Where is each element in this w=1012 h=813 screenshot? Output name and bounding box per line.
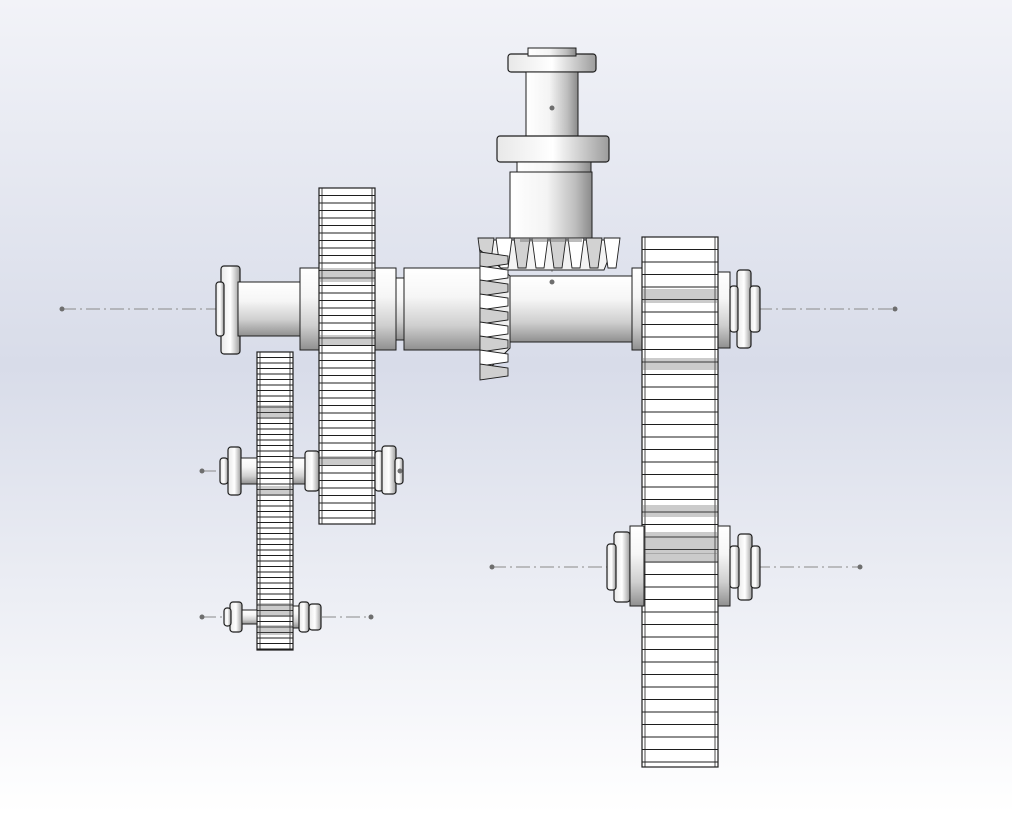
shaft-collar-mid [373, 267, 397, 351]
gear-shade [320, 268, 374, 282]
middle-collar [516, 161, 592, 173]
bevel-gear-tooth [479, 265, 509, 283]
vertical-input-shaft [496, 47, 610, 239]
intermediate-shaft-left [240, 457, 258, 485]
middle-flange [496, 135, 610, 163]
gear-shade [643, 553, 717, 563]
left-lower-shaft-centerline-end-point [199, 614, 205, 620]
pinion-tooth [603, 237, 621, 269]
right-lower-collar-right [717, 525, 731, 607]
bevel-gear-tooth [479, 279, 509, 297]
main-shaft-centerline-end-point [892, 306, 898, 312]
top-flange [507, 53, 597, 73]
left-lower-shaft-left [241, 609, 258, 625]
bevel-gear-tooth [479, 363, 509, 381]
large-spur-gear [641, 236, 719, 768]
gear-shade [643, 505, 717, 517]
right-lower-right-lip [750, 545, 761, 589]
left-lower-collar [298, 601, 310, 633]
right-lower-right-cap [737, 533, 753, 601]
left-lower-right-cap [308, 603, 322, 631]
vertical-shaft-centerline-end-point [549, 105, 555, 111]
upper-left-spur-gear-body [318, 187, 376, 525]
vertical-shaft-centerline-end-point [549, 279, 555, 285]
bevel-gear-tooth [479, 349, 509, 367]
intermediate-right-cap [381, 445, 397, 495]
left-end-cap-lip [215, 281, 225, 337]
shaft-segment-right [507, 275, 635, 343]
right-end-cap-lip [749, 285, 761, 333]
parts [215, 47, 761, 768]
left-lower-shaft-centerline-end-point [368, 614, 374, 620]
right-lower-bearing [729, 545, 740, 589]
intermediate-shaft-mid [292, 457, 306, 485]
right-lower-shaft-centerline-end-point [857, 564, 863, 570]
shaft-hub [403, 267, 485, 351]
right-lower-left-lip [606, 543, 617, 591]
bevel-gear [479, 248, 511, 381]
centerline-points [59, 105, 898, 620]
gear-shade [643, 532, 717, 554]
upper-left-spur-gear [318, 187, 376, 525]
bevel-gear-tooth [479, 293, 509, 311]
main-shaft-centerline-end-point [59, 306, 65, 312]
shaft-collar-end [717, 271, 731, 349]
left-lower-left-lip [223, 607, 232, 627]
bevel-gear-tooth [479, 335, 509, 353]
intermediate-left-lip [219, 457, 229, 485]
bevel-gear-tooth [479, 251, 509, 269]
vertical-shaft-lower [509, 171, 593, 239]
main-shaft [215, 265, 761, 355]
left-lower-left-cap [229, 601, 243, 633]
top-flange-boss [527, 47, 577, 57]
gear-shade [320, 335, 374, 345]
gear-shade [258, 603, 292, 617]
left-lower-shaft-right [292, 605, 300, 629]
right-lower-shaft-centerline-end-point [489, 564, 495, 570]
gear-shade [320, 456, 374, 466]
gear-shade [258, 405, 292, 417]
intermediate-collar [304, 450, 320, 492]
shaft-step [395, 277, 405, 341]
left-lower-shaft [223, 601, 322, 633]
bevel-gear-tooth [479, 321, 509, 339]
intermediate-shaft-centerline-end-point [199, 468, 205, 474]
large-spur-gear-body [641, 236, 719, 768]
right-lower-shaft [606, 525, 761, 607]
pinion-tooth [585, 237, 603, 269]
pinion-shadow [520, 238, 582, 242]
right-end-cap [736, 269, 752, 349]
bevel-pinion [477, 237, 621, 271]
bevel-gear-tooth [479, 307, 509, 325]
gear-shade [258, 486, 292, 496]
intermediate-shaft [219, 445, 404, 496]
intermediate-shaft-centerline-end-point [397, 468, 403, 474]
gear-shade [643, 358, 717, 370]
lower-left-spur-gear [256, 351, 294, 651]
right-lower-collar-left [629, 525, 645, 607]
vertical-shaft-upper [525, 71, 579, 137]
gear-shade [643, 289, 717, 303]
shaft-segment-left [237, 281, 303, 337]
gear-shade [258, 625, 292, 635]
intermediate-left-cap [227, 446, 242, 496]
right-bearing-ring [729, 285, 739, 333]
